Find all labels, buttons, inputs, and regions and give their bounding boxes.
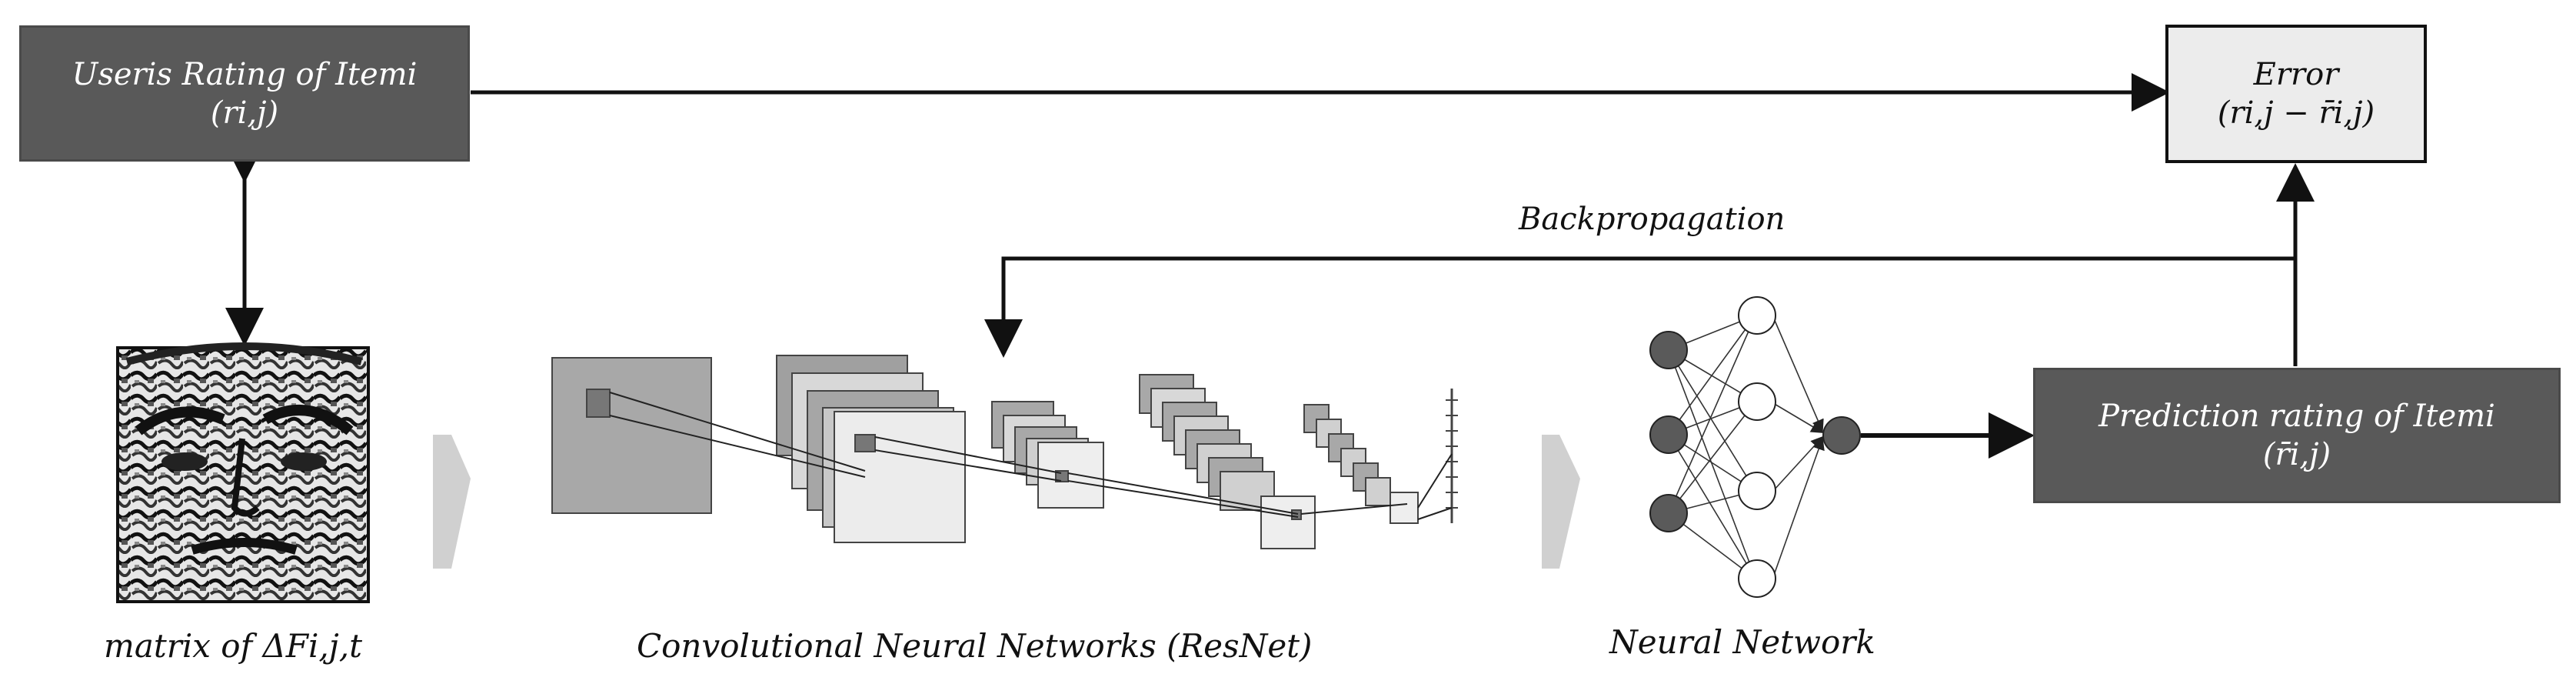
matrix-caption: matrix of ΔFi,j,t (104, 627, 362, 665)
nn-caption: Neural Network (1609, 623, 1875, 661)
backpropagation-label: Backpropagation (1519, 202, 1786, 237)
error-title: Error (2253, 57, 2339, 92)
prediction-formula: (r̄i,j) (2262, 437, 2331, 472)
neural-network-illustration (1649, 296, 1861, 598)
nn-hidden-node (1738, 382, 1776, 421)
nn-hidden-node (1738, 559, 1776, 598)
user-rating-formula: (ri,j) (210, 95, 279, 131)
nn-hidden-node (1738, 472, 1776, 510)
flow-chevron-1 (433, 435, 471, 569)
prediction-box: Prediction rating of Itemi (r̄i,j) (2033, 368, 2561, 503)
error-box: Error (ri,j − r̄i,j) (2165, 25, 2427, 163)
nn-hidden-node (1738, 296, 1776, 335)
face-matrix-image (116, 342, 370, 603)
cnn-caption: Convolutional Neural Networks (ResNet) (637, 627, 1313, 665)
user-rating-title: Useris Rating of Itemi (72, 56, 418, 92)
nn-input-node (1649, 415, 1688, 454)
cnn-illustration (551, 355, 1458, 549)
nn-input-node (1649, 331, 1688, 369)
error-formula: (ri,j − r̄i,j) (2217, 95, 2375, 131)
prediction-title: Prediction rating of Itemi (2098, 399, 2495, 434)
nn-input-node (1649, 494, 1688, 532)
nn-output-node (1822, 416, 1861, 455)
flow-chevron-2 (1542, 435, 1580, 569)
user-rating-box: Useris Rating of Itemi (ri,j) (19, 25, 470, 162)
backprop-arrow (984, 256, 2295, 358)
